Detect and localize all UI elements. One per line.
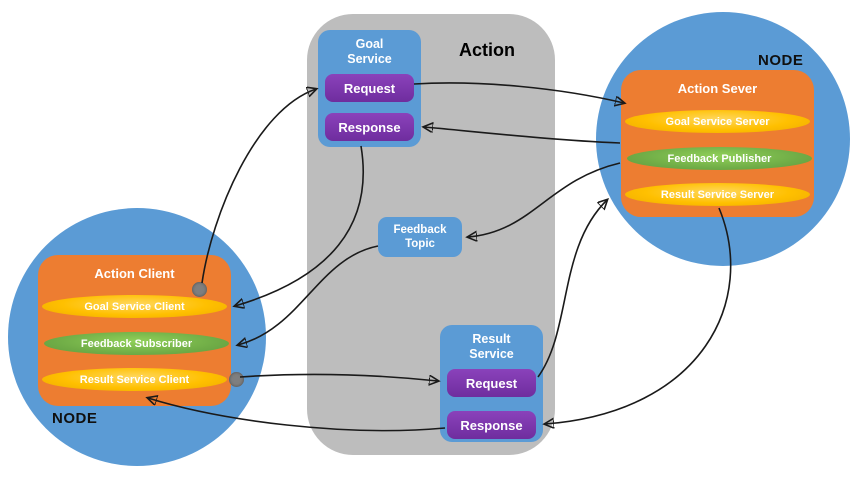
goal-service-client-pill: Goal Service Client xyxy=(42,295,227,318)
result-service-server-pill: Result Service Server xyxy=(625,183,810,206)
goal-response-button: Response xyxy=(325,113,414,141)
goal-connection-dot xyxy=(192,282,207,297)
client-node-label: NODE xyxy=(52,410,98,427)
feedback-topic-label: Feedback Topic xyxy=(393,223,447,250)
result-connection-dot xyxy=(229,372,244,387)
result-service-label: Result Service xyxy=(469,332,514,361)
result-request-button: Request xyxy=(447,369,536,397)
action-client-title: Action Client xyxy=(94,266,175,281)
result-service-box: Result Service Request Response xyxy=(440,325,543,442)
action-server-panel: Action Sever Goal Service Server Feedbac… xyxy=(621,70,814,217)
action-server-title: Action Sever xyxy=(677,81,758,96)
goal-service-label: Goal Service xyxy=(347,37,392,66)
server-node-label: NODE xyxy=(758,52,804,69)
feedback-publisher-pill: Feedback Publisher xyxy=(627,147,812,170)
feedback-subscriber-pill: Feedback Subscriber xyxy=(44,332,229,355)
goal-service-box: Goal Service Request Response xyxy=(318,30,421,147)
feedback-topic-box: Feedback Topic xyxy=(378,217,462,257)
result-service-client-pill: Result Service Client xyxy=(42,368,227,391)
result-response-button: Response xyxy=(447,411,536,439)
goal-request-button: Request xyxy=(325,74,414,102)
goal-service-server-pill: Goal Service Server xyxy=(625,110,810,133)
action-client-panel: Action Client Goal Service Client Feedba… xyxy=(38,255,231,406)
action-title: Action xyxy=(459,40,515,60)
